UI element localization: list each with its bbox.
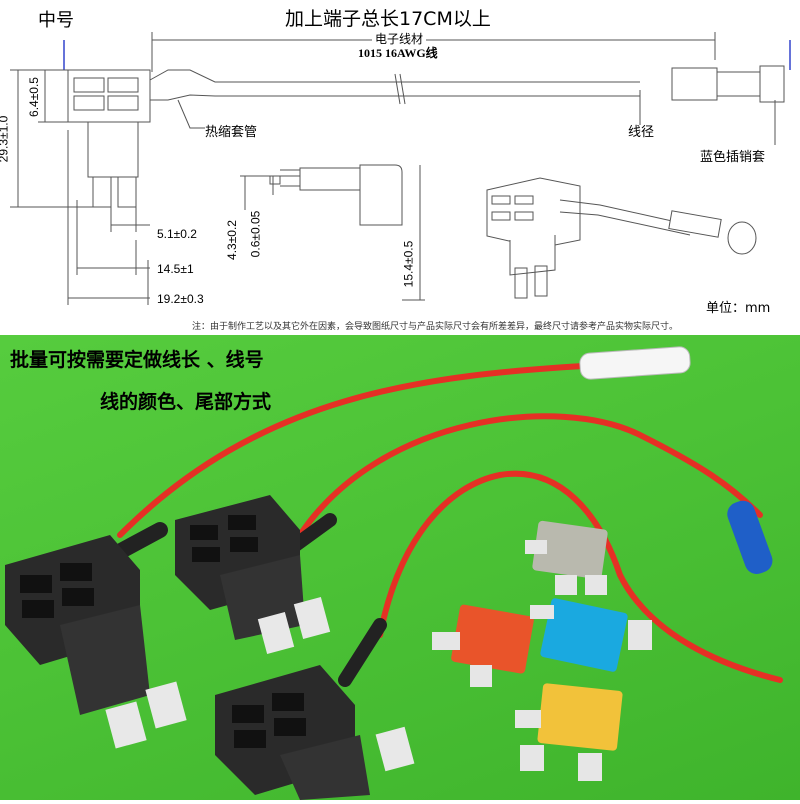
holder-side-view — [359, 164, 403, 226]
drawing-note: 注：由于制作工艺以及其它外在因素，会导致图纸尺寸与产品实际尺寸会有所差差异，最终… — [192, 322, 679, 332]
holder-front-lower — [87, 121, 139, 178]
blade-left — [92, 176, 112, 208]
red-wire-3 — [377, 470, 783, 683]
fuse-holder-2 — [175, 495, 331, 655]
dim-body-width: 19.2±0.3 — [157, 292, 204, 306]
dim-blade-gap: 5.1±0.2 — [157, 227, 197, 241]
holder-3d-sketch — [486, 177, 757, 299]
blue-sleeve-callout: 蓝色插销套 — [700, 150, 766, 165]
heat-shrink-3 — [338, 618, 387, 687]
dim-side-height: 15.4±0.5 — [401, 240, 416, 288]
fuse-orange — [432, 604, 534, 687]
red-wire-1 — [117, 362, 603, 538]
wire-gauge-callout: 线径 — [628, 125, 655, 140]
product-photo-art — [5, 346, 783, 800]
dim-height-total: 29.3±1.0 — [0, 115, 11, 163]
fuse-blue — [530, 598, 652, 672]
promo-line-1: 批量可按需要定做线长 、线号 — [10, 349, 264, 371]
red-wire-2 — [297, 413, 763, 538]
wire-bottom-edge — [150, 94, 640, 101]
dim-height-top: 6.4±0.5 — [26, 77, 41, 117]
blue-pin-sleeve — [727, 500, 773, 574]
fuse-holder-1 — [5, 535, 187, 749]
technical-drawing — [10, 32, 791, 305]
dim-side-depth: 4.3±0.2 — [224, 220, 239, 260]
fuse-grey — [525, 520, 608, 595]
wire-label: 电子线材 — [372, 30, 427, 47]
pin-connector — [671, 67, 718, 101]
size-label: 中号 — [38, 10, 74, 31]
fuse-holder-3 — [215, 665, 415, 800]
total-length-title: 加上端子总长17CM以上 — [285, 8, 491, 30]
dim-blade-span: 14.5±1 — [157, 262, 194, 276]
wire-top-edge — [149, 69, 640, 83]
heat-shrink-callout: 热缩套管 — [205, 125, 258, 140]
clear-pin-terminal — [579, 346, 691, 380]
dim-blade-thickness: 0.6±0.05 — [248, 210, 263, 258]
wire-spec: 1015 16AWG线 — [358, 46, 438, 60]
unit-label: 单位：mm — [706, 301, 771, 316]
fuse-yellow — [515, 683, 623, 781]
product-photo: 批量可按需要定做线长 、线号 线的颜色、尾部方式 — [0, 335, 800, 800]
blade-right — [117, 176, 137, 208]
promo-line-2: 线的颜色、尾部方式 — [100, 391, 272, 413]
